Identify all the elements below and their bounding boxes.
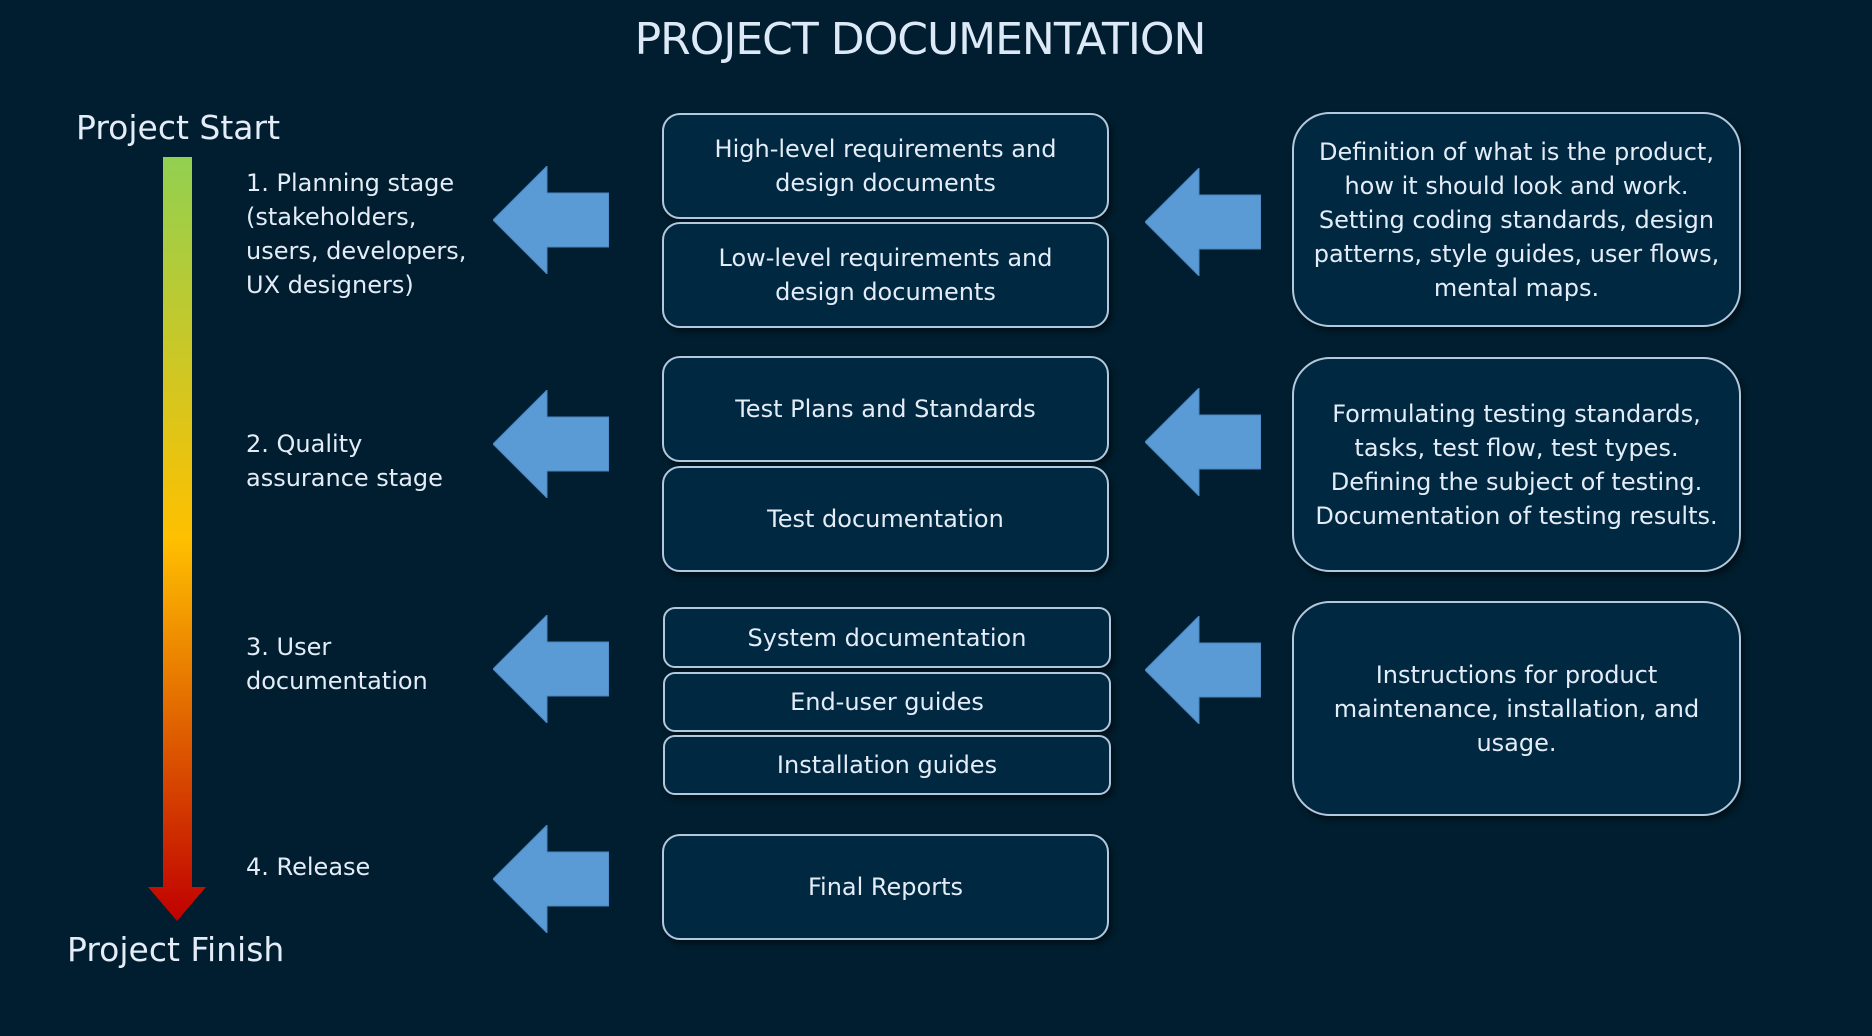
stage-label-release: 4. Release	[246, 853, 371, 881]
description-box-planning: Definition of what is the product, how i…	[1292, 112, 1741, 327]
document-box-low-level-requirements: Low-level requirements and design docume…	[662, 222, 1109, 328]
page-title: PROJECT DOCUMENTATION	[634, 14, 1207, 65]
document-box-installation-guides: Installation guides	[663, 735, 1111, 795]
document-box-test-plans: Test Plans and Standards	[662, 356, 1109, 462]
timeline-arrow-icon	[148, 157, 206, 921]
left-arrow-icon	[1145, 388, 1261, 496]
left-arrow-icon	[493, 166, 609, 274]
project-finish-label: Project Finish	[67, 930, 285, 969]
left-arrow-icon	[493, 615, 609, 723]
project-start-label: Project Start	[76, 108, 281, 147]
left-arrow-icon	[493, 825, 609, 933]
document-box-system-documentation: System documentation	[663, 607, 1111, 668]
document-box-end-user-guides: End-user guides	[663, 672, 1111, 732]
description-box-quality-assurance: Formulating testing standards, tasks, te…	[1292, 357, 1741, 572]
document-box-final-reports: Final Reports	[662, 834, 1109, 940]
stage-label-quality-assurance: 2. Quality assurance stage	[246, 430, 443, 492]
left-arrow-icon	[1145, 616, 1261, 724]
document-box-test-documentation: Test documentation	[662, 466, 1109, 572]
description-box-user-documentation: Instructions for product maintenance, in…	[1292, 601, 1741, 816]
stage-label-user-documentation: 3. User documentation	[246, 633, 428, 695]
stage-label-planning: 1. Planning stage (stakeholders, users, …	[246, 169, 467, 299]
left-arrow-icon	[493, 390, 609, 498]
document-box-high-level-requirements: High-level requirements and design docum…	[662, 113, 1109, 219]
left-arrow-icon	[1145, 168, 1261, 276]
